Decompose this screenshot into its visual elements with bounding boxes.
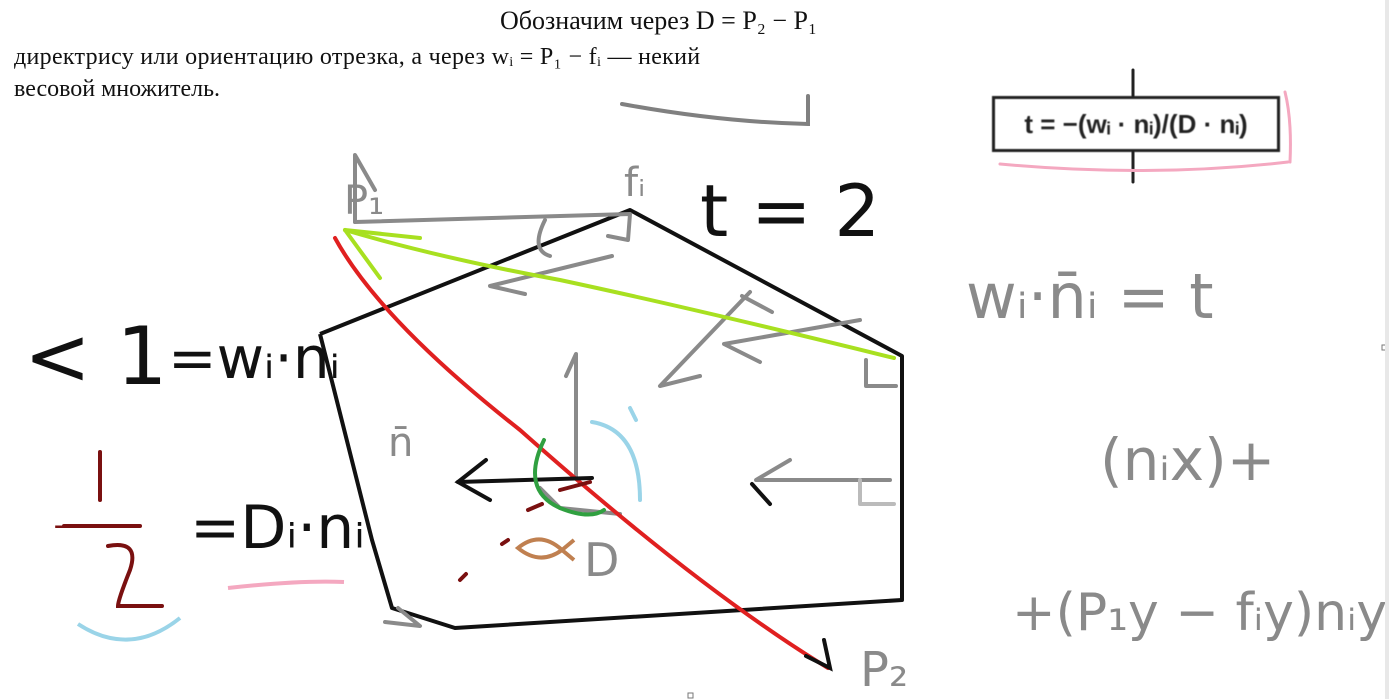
label-half-minus: − (52, 509, 77, 544)
label-d: D (584, 533, 619, 587)
red-diagonal (333, 236, 833, 672)
pink-underline (227, 579, 345, 590)
label-eq2: (nᵢx)+ (1100, 426, 1275, 494)
dark-red-marks (458, 480, 592, 582)
printed-line-3: весовой множитель. (14, 76, 221, 102)
blue-underline (76, 616, 182, 642)
label-p1: P₁ (344, 178, 384, 224)
label-eq1: wᵢ·n̄ᵢ = t (966, 260, 1214, 333)
d-fish-mark (514, 537, 576, 562)
window-edge (1385, 0, 1389, 699)
half-fraction (62, 450, 164, 608)
label-p2: P₂ (860, 642, 908, 698)
label-t-eq-2: t = 2 (700, 169, 880, 253)
angle-arcs (533, 406, 642, 517)
label-n: n̄ (388, 420, 413, 466)
label-eq3: +(P₁y − fᵢy)nᵢy (1012, 583, 1387, 643)
printed-line-1: Обозначим через D = P₂ − P₁ (500, 6, 818, 35)
formula-scribbles (620, 68, 1292, 184)
green-arrow (343, 228, 896, 360)
printed-line-2: директрису или ориентацию отрезка, а чер… (14, 44, 701, 70)
label-lt-1: < 1 (24, 310, 167, 403)
polygon-outline (318, 208, 904, 630)
label-dn: =Dᵢ·nᵢ (190, 493, 365, 563)
inner-normal-arrow (454, 458, 772, 506)
label-wn: =wᵢ·nᵢ (168, 324, 340, 392)
formula-box: t = −(wᵢ · nᵢ)/(D · nᵢ) (992, 96, 1280, 152)
edge-mark-bottom (687, 692, 694, 699)
label-fi: fᵢ (624, 160, 645, 206)
